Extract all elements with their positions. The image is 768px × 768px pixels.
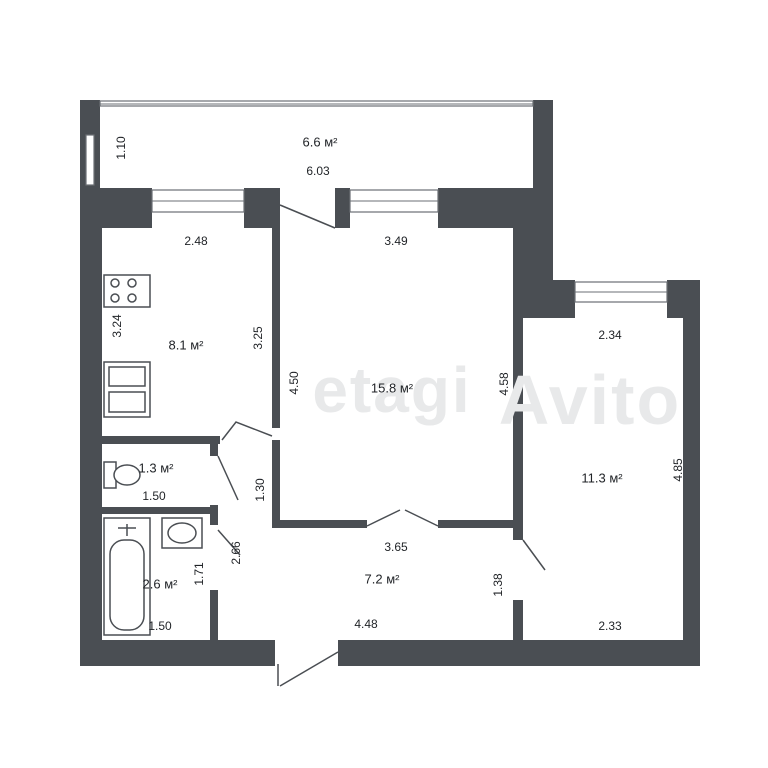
wall-kitchen-bottom xyxy=(102,436,220,444)
north-wall-segment-3 xyxy=(335,188,350,228)
wall-toilet-right-top xyxy=(210,444,218,456)
balcony-depth: 1.10 xyxy=(114,136,128,160)
south-wall-right xyxy=(338,640,700,666)
washbasin-icon xyxy=(161,517,203,549)
toilet-width: 1.50 xyxy=(142,489,166,503)
bedroom-area: 11.3 м² xyxy=(581,470,623,486)
etagi-watermark: etagi xyxy=(312,354,472,426)
bedroom-bottom-dim: 2.33 xyxy=(598,619,622,633)
bedroom-north-wall-right xyxy=(667,280,700,318)
living-area: 15.8 м² xyxy=(370,380,414,396)
wall-living-bedroom xyxy=(513,318,523,540)
living-double-door xyxy=(366,509,439,527)
living-bottom-dim: 3.65 xyxy=(384,540,408,554)
toilet-door-leaf xyxy=(217,455,239,501)
hall-area: 7.2 м² xyxy=(364,571,400,587)
living-right-dim: 4.58 xyxy=(497,372,511,396)
kitchen-top-dim: 2.48 xyxy=(184,234,208,248)
wall-toilet-bathroom xyxy=(102,507,210,514)
west-wall xyxy=(80,228,102,666)
north-wall-segment-4 xyxy=(438,188,553,228)
kitchen-door-leaf xyxy=(221,421,273,441)
bedroom-door-leaf xyxy=(522,539,546,571)
stove-icon xyxy=(103,274,151,308)
bathroom-height: 1.71 xyxy=(192,562,206,586)
bedroom-right-dim: 4.85 xyxy=(671,458,685,482)
balcony-width: 6.03 xyxy=(306,164,330,178)
toilet-area: 1.3 м² xyxy=(138,460,174,476)
kitchen-right-dim: 3.25 xyxy=(251,326,265,350)
wall-living-bottom-left xyxy=(272,520,367,528)
living-left-dim: 4.50 xyxy=(287,371,301,395)
wall-toilet-right-bottom xyxy=(210,505,218,525)
toilet-height: 1.30 xyxy=(253,478,267,502)
balcony-area: 6.6 м² xyxy=(302,134,338,150)
wall-living-bedroom-top xyxy=(513,228,553,318)
bedroom-north-wall-left xyxy=(553,280,575,318)
wall-living-bottom-right xyxy=(438,520,523,528)
bathtub-icon xyxy=(103,517,151,636)
bedroom-top-dim: 2.34 xyxy=(598,328,622,342)
living-top-dim: 3.49 xyxy=(384,234,408,248)
north-wall-segment-1 xyxy=(80,188,152,228)
kitchen-left-dim: 3.24 xyxy=(110,314,124,338)
wall-living-hall-vertical xyxy=(272,440,280,528)
bathroom-width: 1.50 xyxy=(148,619,172,633)
toilet-icon xyxy=(103,461,141,489)
wall-bathroom-right xyxy=(210,590,218,640)
avito-watermark: Avito xyxy=(498,361,682,439)
wall-kitchen-living xyxy=(272,228,280,428)
wall-hall-bedroom xyxy=(513,600,523,640)
balcony-door-leaf xyxy=(279,204,336,229)
kitchen-area: 8.1 м² xyxy=(168,337,204,353)
kitchen-sink-icon xyxy=(103,361,151,418)
hall-bottom-dim: 4.48 xyxy=(354,617,378,631)
south-wall-left xyxy=(80,640,275,666)
bathroom-door-leaf xyxy=(217,529,241,556)
north-wall-segment-2 xyxy=(244,188,280,228)
hall-diag-dim: 2.66 xyxy=(229,541,243,565)
east-wall xyxy=(683,318,700,666)
bathroom-area: 2.6 м² xyxy=(142,576,178,592)
entrance-door-leaf xyxy=(279,651,339,687)
hall-right-dim: 1.38 xyxy=(491,573,505,597)
balcony-side-window xyxy=(85,134,95,186)
